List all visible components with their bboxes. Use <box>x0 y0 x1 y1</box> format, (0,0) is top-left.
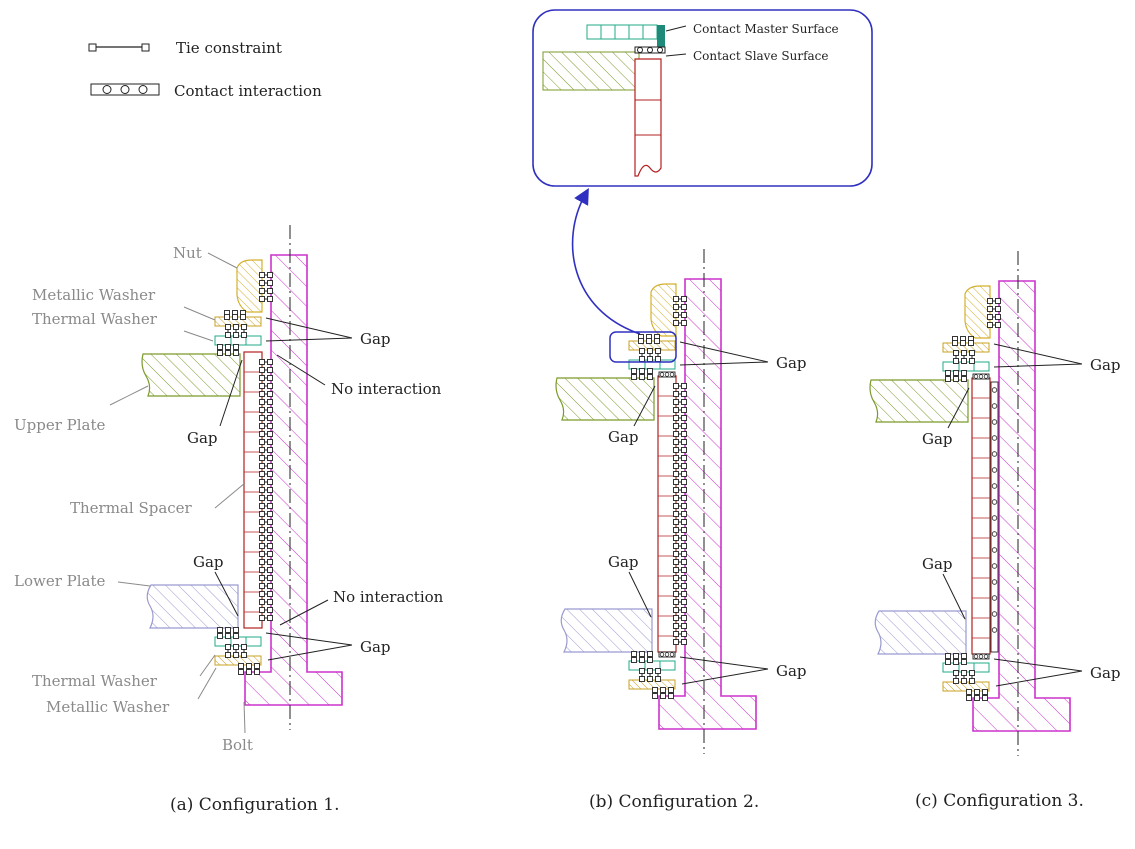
upper-plate <box>555 377 655 421</box>
lower-plate <box>146 584 239 629</box>
legend: Tie constraint Contact interaction <box>88 39 322 100</box>
lower-plate <box>560 608 653 653</box>
label-thermal-washer-top: Thermal Washer <box>32 310 158 328</box>
caption-a: (a) Configuration 1. <box>170 795 340 815</box>
no-interaction-label-a-lower: No interaction <box>333 588 444 606</box>
bolt <box>244 254 343 706</box>
label-thermal-spacer: Thermal Spacer <box>70 499 193 517</box>
legend-tie-label: Tie constraint <box>176 39 282 57</box>
label-metallic-washer-bottom: Metallic Washer <box>46 698 170 716</box>
contact-interaction-icon <box>90 83 160 96</box>
upper-plate <box>869 379 969 423</box>
gap-label: Gap <box>1090 356 1121 374</box>
gap-label-a-upper: Gap <box>187 429 218 447</box>
config-a-labels: Nut Metallic Washer Thermal Washer Upper… <box>14 244 444 754</box>
label-upper-plate: Upper Plate <box>14 416 106 434</box>
upper-plate <box>141 353 241 397</box>
gap-label: Gap <box>608 553 639 571</box>
nut <box>964 285 991 339</box>
gap-label: Gap <box>922 430 953 448</box>
nut <box>650 283 677 337</box>
no-interaction-label-a-upper: No interaction <box>331 380 442 398</box>
legend-contact-label: Contact interaction <box>174 82 322 100</box>
gap-label: Gap <box>1090 664 1121 682</box>
label-lower-plate: Lower Plate <box>14 572 106 590</box>
gap-label: Gap <box>776 662 807 680</box>
gap-label-a-lower: Gap <box>193 553 224 571</box>
label-thermal-washer-bottom: Thermal Washer <box>32 672 158 690</box>
inset-frame <box>532 9 873 187</box>
gap-label: Gap <box>776 354 807 372</box>
gap-label: Gap <box>608 428 639 446</box>
label-nut: Nut <box>173 244 202 262</box>
bolt <box>658 278 757 730</box>
tie-constraint-icon <box>88 43 150 52</box>
label-bolt: Bolt <box>222 736 253 754</box>
caption-b: (b) Configuration 2. <box>589 792 759 812</box>
inset-detail: Contact Master Surface Contact Slave Sur… <box>532 9 873 187</box>
gap-label: Gap <box>360 330 391 348</box>
lower-plate <box>874 610 967 655</box>
inset-slave-label: Contact Slave Surface <box>693 49 828 63</box>
label-metallic-washer-top: Metallic Washer <box>32 286 156 304</box>
curved-arrow-icon <box>571 188 641 335</box>
nut <box>236 259 263 313</box>
detail-highlight-box <box>609 331 677 363</box>
bolt <box>972 280 1071 732</box>
thermal-spacer <box>971 377 991 655</box>
gap-label: Gap <box>922 555 953 573</box>
inset-master-label: Contact Master Surface <box>693 22 839 36</box>
caption-c: (c) Configuration 3. <box>915 791 1084 811</box>
gap-label: Gap <box>360 638 391 656</box>
